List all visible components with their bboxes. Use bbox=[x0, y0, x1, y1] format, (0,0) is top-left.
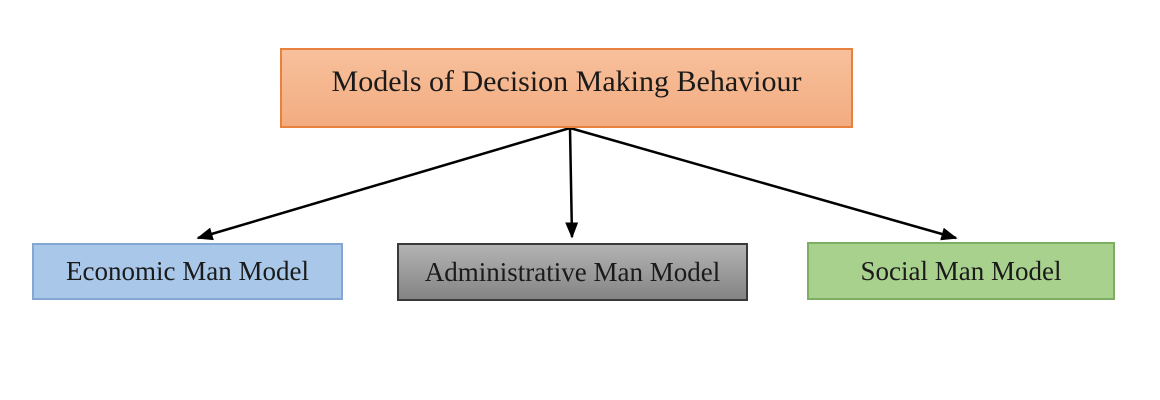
node-social-man-model: Social Man Model bbox=[807, 242, 1115, 300]
node-label: Administrative Man Model bbox=[424, 256, 721, 287]
node-title-label: Models of Decision Making Behaviour bbox=[331, 65, 802, 98]
arrow-to-administrative-man-model bbox=[565, 127, 579, 239]
arrow-to-social-man-model bbox=[569, 126, 958, 241]
node-economic-man-model: Economic Man Model bbox=[32, 243, 343, 300]
node-label: Economic Man Model bbox=[66, 256, 309, 286]
node-label: Social Man Model bbox=[860, 255, 1062, 286]
node-models-of-decision-making-behaviour: Models of Decision Making Behaviour bbox=[280, 48, 853, 128]
node-administrative-man-model: Administrative Man Model bbox=[397, 243, 748, 301]
arrow-to-economic-man-model bbox=[196, 126, 571, 241]
